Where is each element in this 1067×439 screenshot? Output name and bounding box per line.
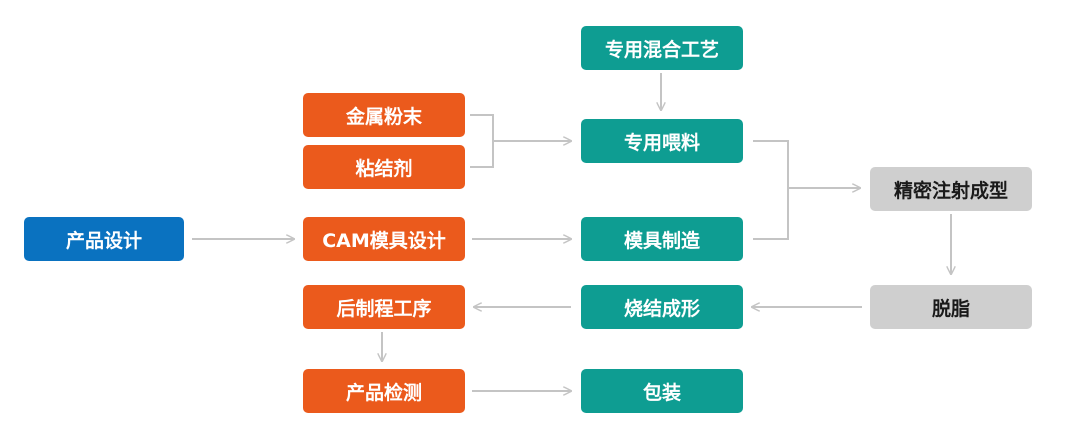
node-product-inspection: 产品检测 <box>303 369 465 413</box>
node-sintering: 烧结成形 <box>581 285 743 329</box>
node-metal-powder: 金属粉末 <box>303 93 465 137</box>
node-post-process: 后制程工序 <box>303 285 465 329</box>
node-binder: 粘结剂 <box>303 145 465 189</box>
bracket-powder-binder <box>470 114 494 168</box>
node-packaging: 包装 <box>581 369 743 413</box>
node-special-mixing: 专用混合工艺 <box>581 26 743 70</box>
bracket-feedstock-mold <box>753 140 789 240</box>
node-debinding: 脱脂 <box>870 285 1032 329</box>
node-precision-injection: 精密注射成型 <box>870 167 1032 211</box>
node-special-feedstock: 专用喂料 <box>581 119 743 163</box>
node-mold-making: 模具制造 <box>581 217 743 261</box>
node-cam-mold-design: CAM模具设计 <box>303 217 465 261</box>
node-product-design: 产品设计 <box>24 217 184 261</box>
